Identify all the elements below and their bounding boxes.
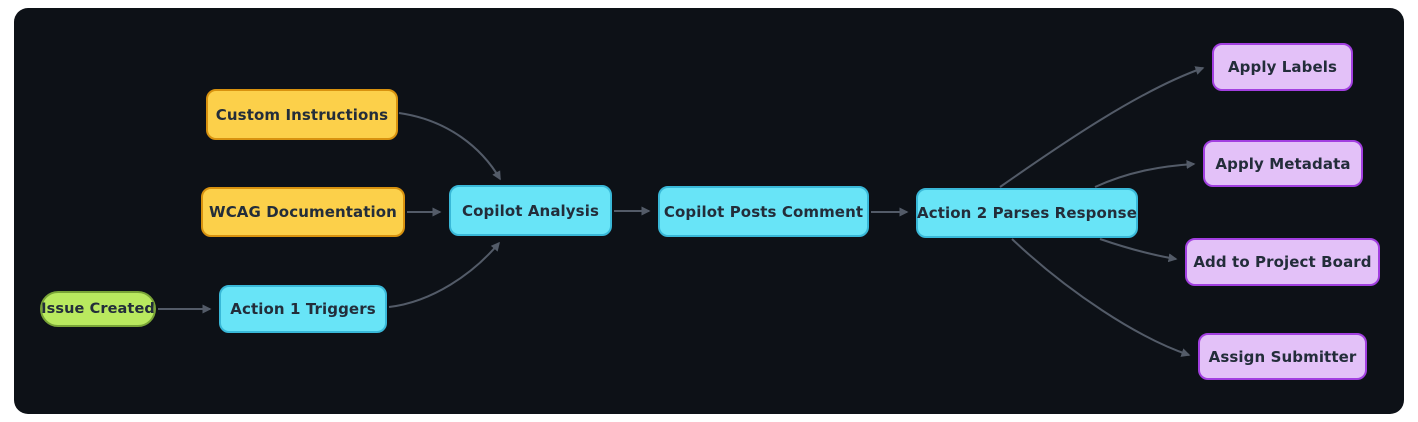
node-custom-instructions: Custom Instructions [206,89,398,140]
node-apply-metadata: Apply Metadata [1203,140,1363,187]
node-add-to-project-board: Add to Project Board [1185,238,1380,286]
node-apply-labels: Apply Labels [1212,43,1353,91]
node-action-1-triggers: Action 1 Triggers [219,285,387,333]
node-copilot-analysis: Copilot Analysis [449,185,612,236]
node-action-2-parses-response: Action 2 Parses Response [916,188,1138,238]
node-issue-created: Issue Created [40,291,156,327]
node-copilot-posts-comment: Copilot Posts Comment [658,186,869,237]
node-assign-submitter: Assign Submitter [1198,333,1367,380]
node-wcag-documentation: WCAG Documentation [201,187,405,237]
